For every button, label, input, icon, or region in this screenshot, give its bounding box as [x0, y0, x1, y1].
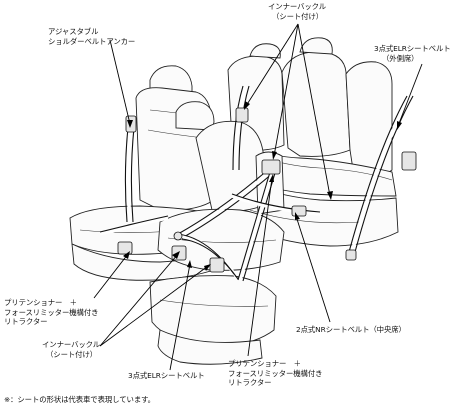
label-line: ショルダーベルトアンカー [48, 37, 135, 47]
label-nr-center: 2点式NRシートベルト（中央席） [296, 325, 406, 335]
label-pretensioner-left: プリテンショナー ＋ フォースリミッター機構付き リトラクター [4, 298, 98, 327]
label-line: （シート付け） [268, 12, 326, 22]
label-line: プリテンショナー ＋ [4, 298, 98, 308]
label-elr-front: 3点式ELRシートベルト [128, 371, 205, 381]
label-line: プリテンショナー ＋ [228, 359, 322, 369]
footnote: ※：シートの形状は代表車で表現しています。 [4, 395, 155, 405]
label-line: （シート付け） [42, 350, 100, 360]
label-line: アジャスタブル [48, 27, 135, 37]
label-line: ※：シートの形状は代表車で表現しています。 [4, 395, 155, 405]
label-line: （外側席） [374, 54, 451, 64]
label-inner-buckle-bottom: インナーバックル （シート付け） [42, 340, 100, 359]
label-line: リトラクター [4, 317, 98, 327]
label-line: 3点式ELRシートベルト [128, 371, 205, 381]
label-line: インナーバックル [42, 340, 100, 350]
label-adjustable-anchor: アジャスタブル ショルダーベルトアンカー [48, 27, 135, 46]
label-inner-buckle-top: インナーバックル （シート付け） [268, 2, 326, 21]
label-line: フォースリミッター機構付き [4, 308, 98, 318]
label-line: リトラクター [228, 378, 322, 388]
label-line: 2点式NRシートベルト（中央席） [296, 325, 406, 335]
label-line: インナーバックル [268, 2, 326, 12]
label-line: フォースリミッター機構付き [228, 369, 322, 379]
label-elr-outer: 3点式ELRシートベルト （外側席） [374, 44, 451, 63]
label-pretensioner-bottom: プリテンショナー ＋ フォースリミッター機構付き リトラクター [228, 359, 322, 388]
label-line: 3点式ELRシートベルト [374, 44, 451, 54]
